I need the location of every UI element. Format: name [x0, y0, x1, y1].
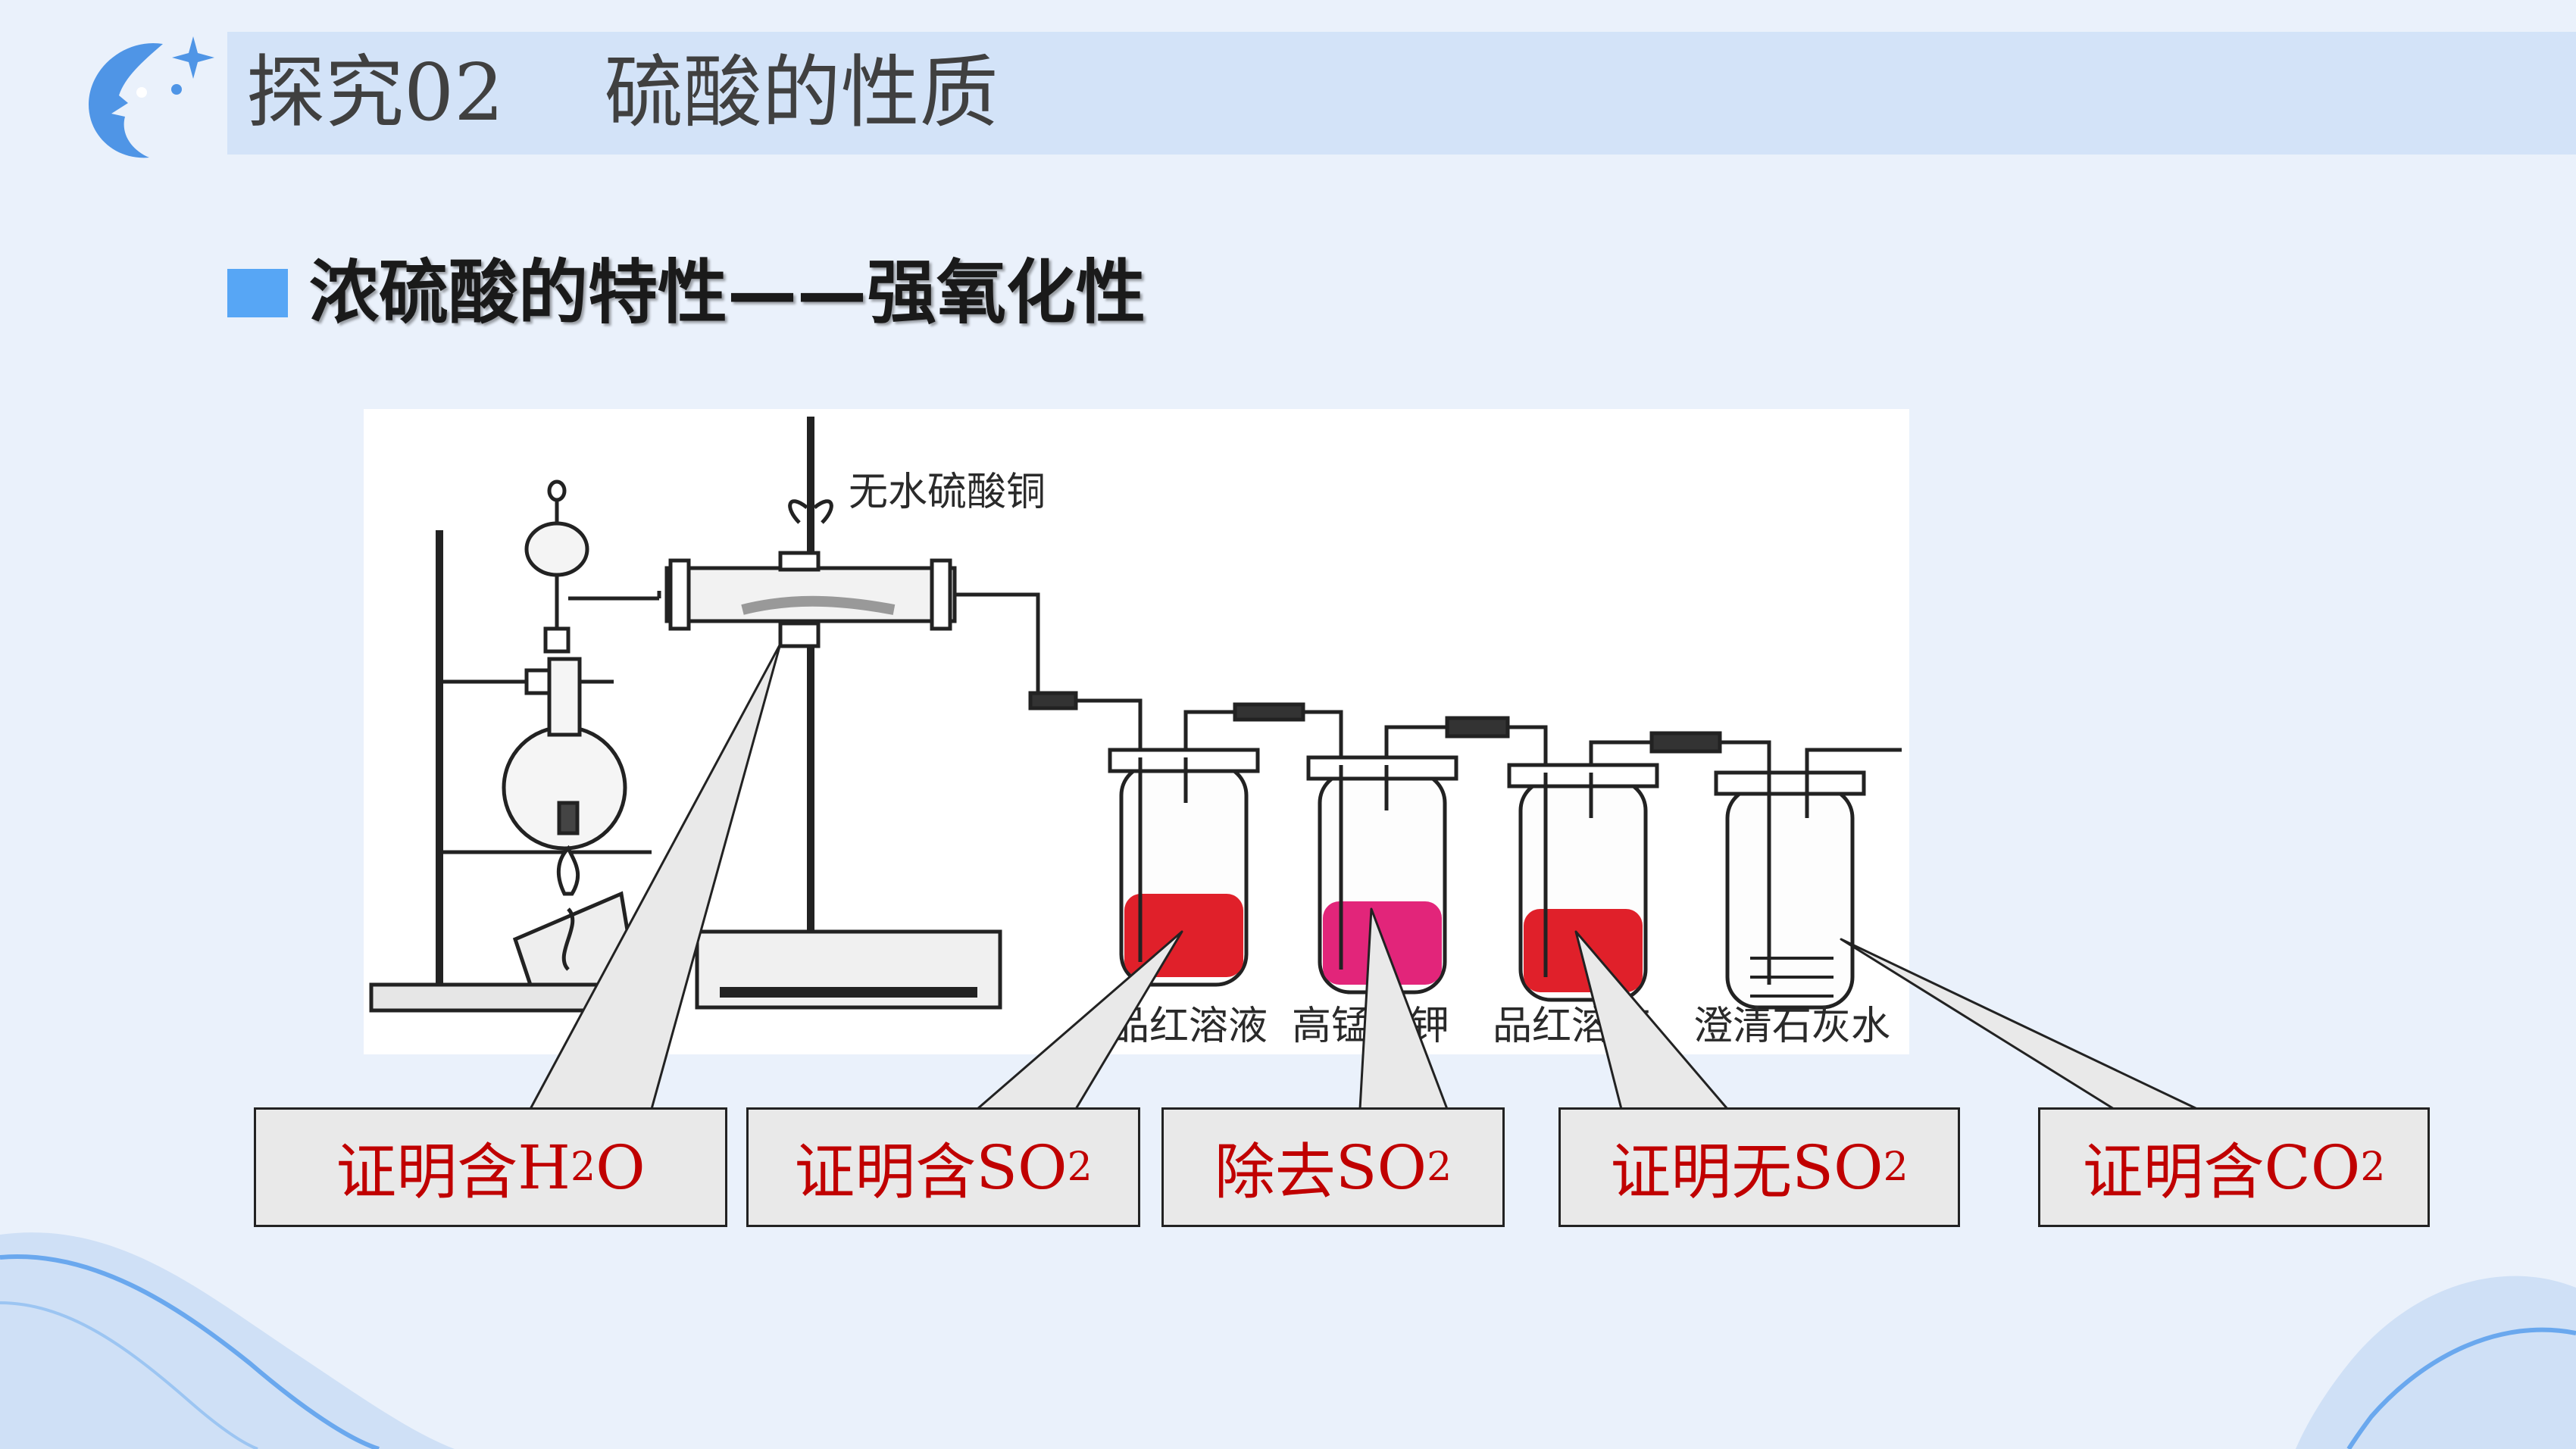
page-title: 探究02 硫酸的性质	[246, 46, 999, 139]
bottle-label-3: 品红溶液	[1493, 1004, 1651, 1049]
title-bar	[227, 32, 2576, 155]
bullet-square-icon	[227, 269, 288, 317]
section-subtitle: 浓硫酸的特性——强氧化性	[309, 252, 1146, 333]
bottle-label-1: 品红溶液	[1110, 1004, 1268, 1049]
moon-face-sparkle-icon	[89, 36, 214, 158]
bottle-label-2: 高锰酸钾	[1292, 1004, 1450, 1049]
anhydrous-copper-sulfate-label: 无水硫酸铜	[849, 470, 1046, 515]
apparatus-drawing	[369, 417, 1902, 1013]
bottle-label-4: 澄清石灰水	[1693, 1004, 1891, 1049]
apparatus-diagram: 无水硫酸铜 品红溶液 高锰酸钾 品红溶液 澄清石灰水	[364, 409, 1909, 1054]
